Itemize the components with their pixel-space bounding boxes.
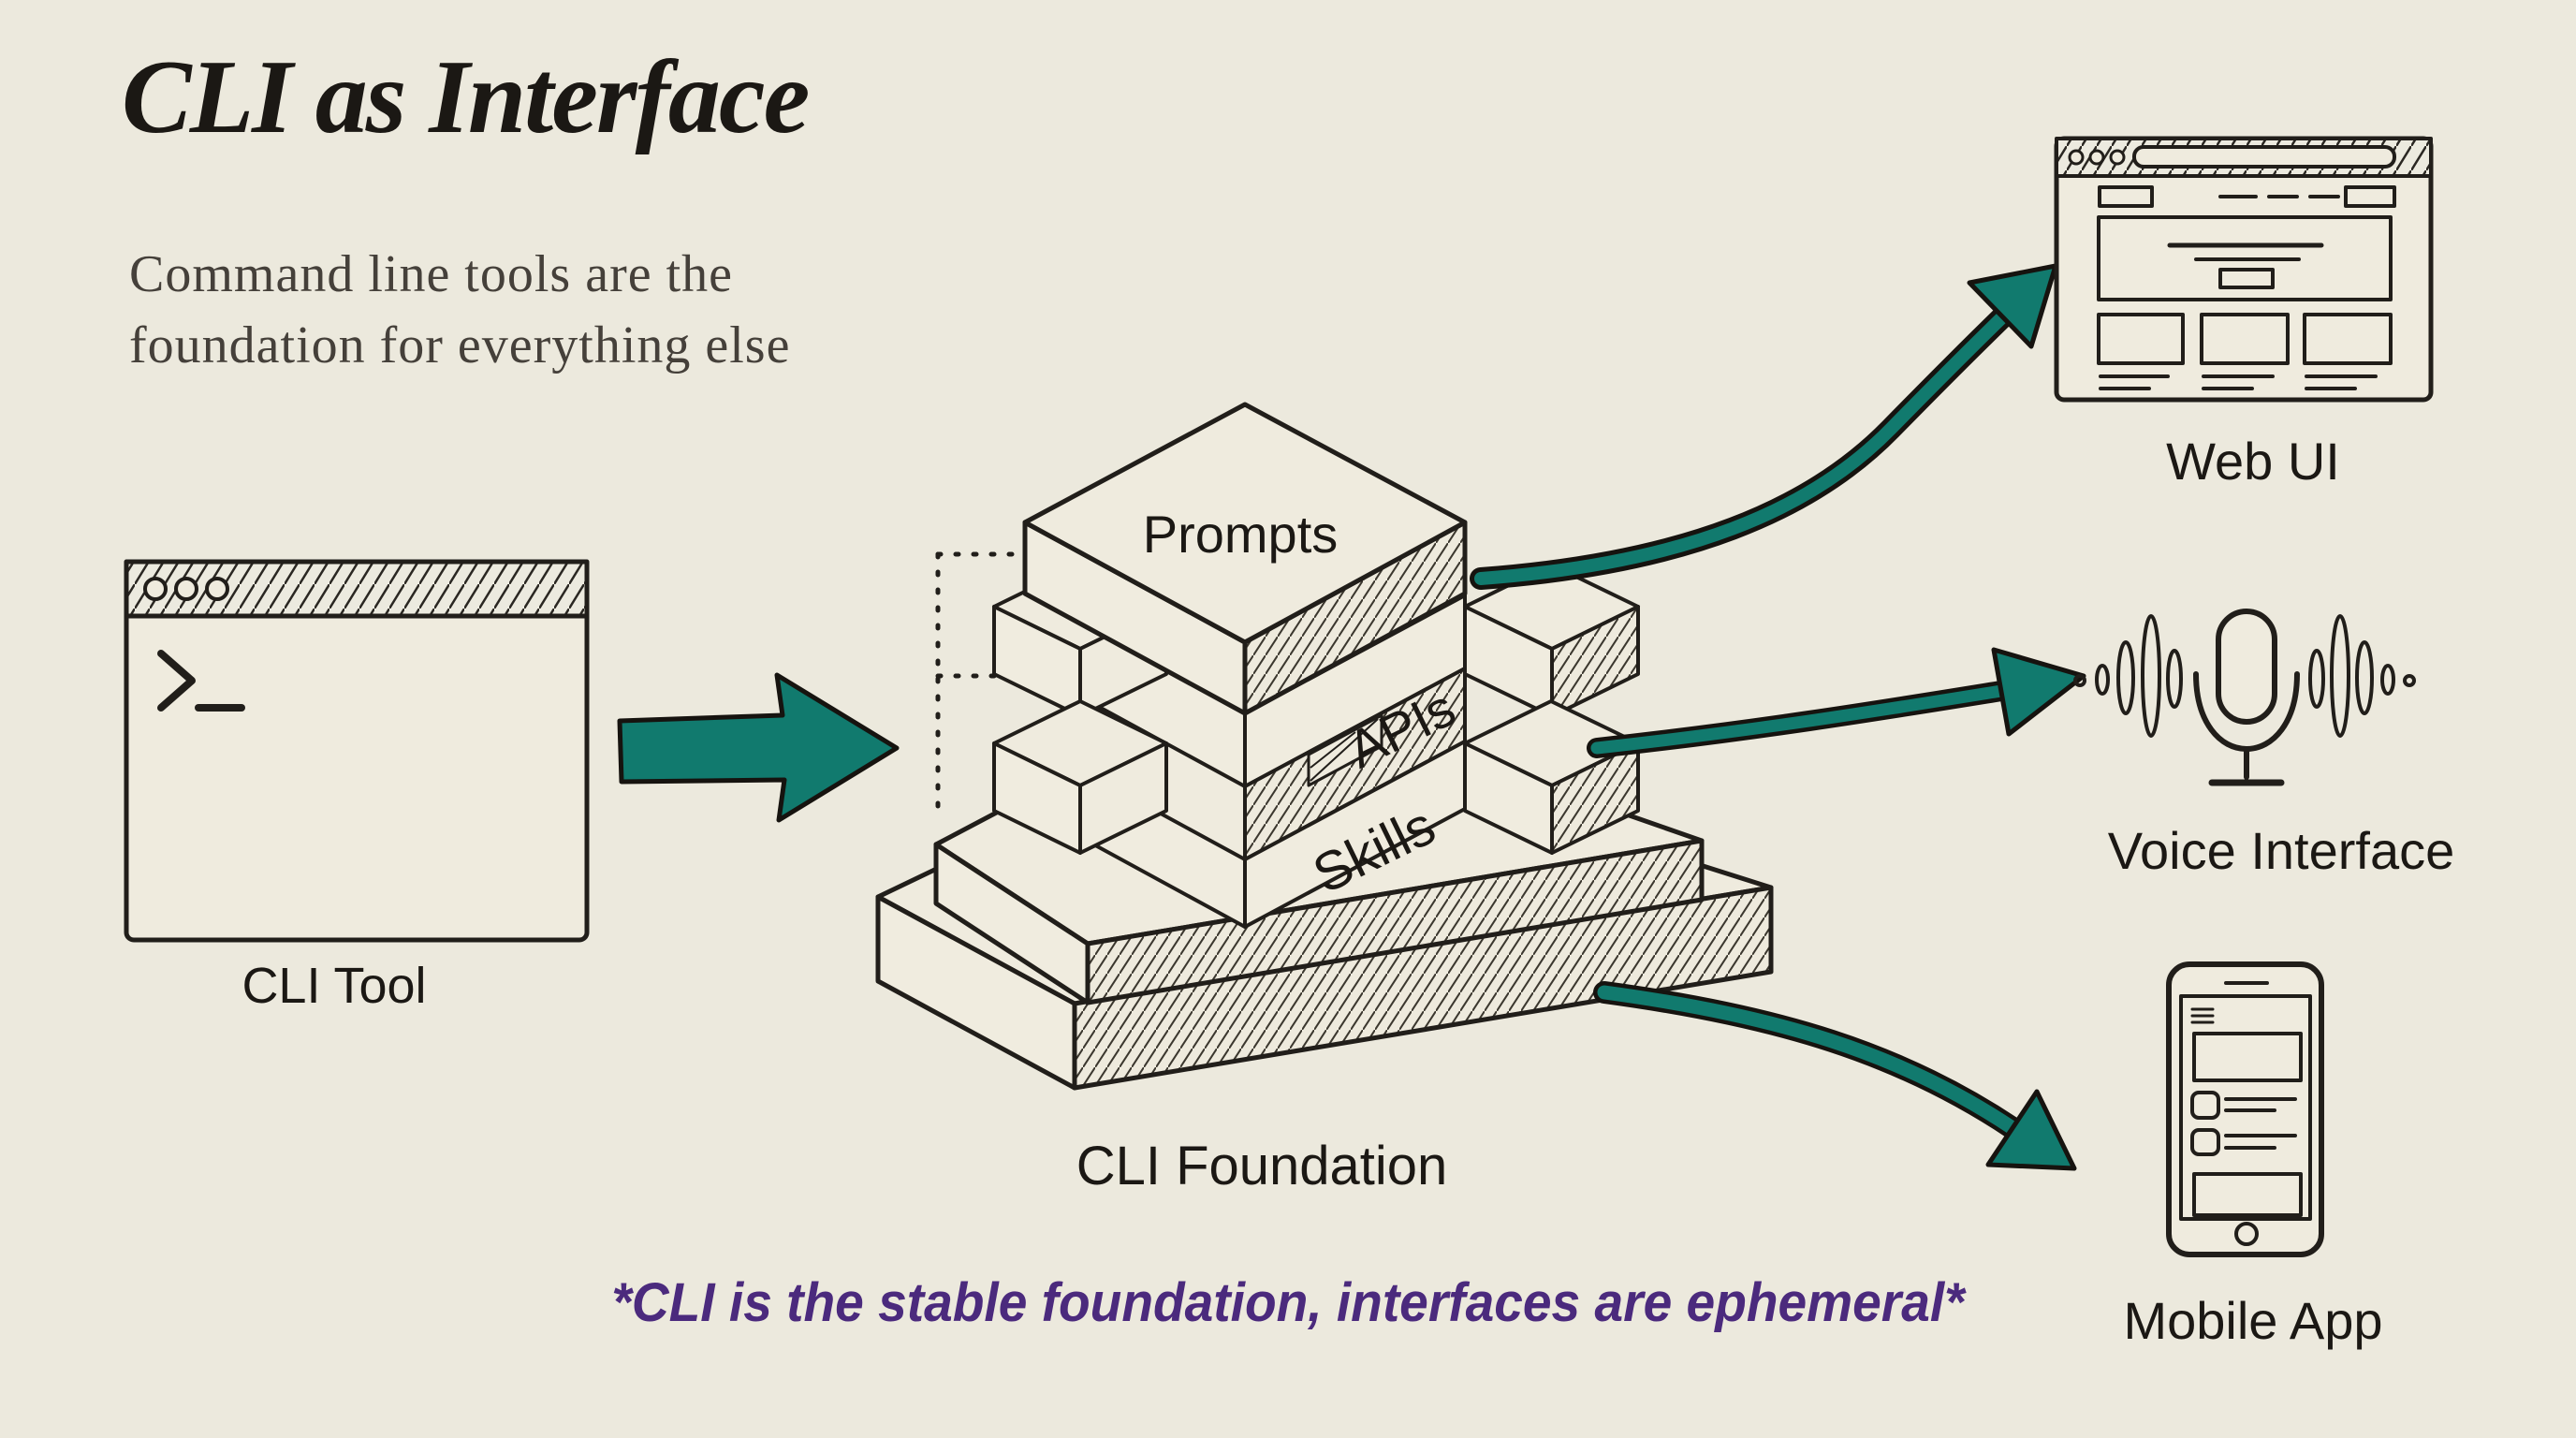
cli-tool-label: CLI Tool — [242, 958, 427, 1014]
output-web-ui-label: Web UI — [2166, 432, 2340, 491]
subtitle-line: foundation for everything else — [129, 315, 791, 374]
browser-window-icon — [2054, 136, 2434, 403]
stack-caption: CLI Foundation — [1076, 1136, 1448, 1196]
block-stack-middle-layers — [992, 563, 1640, 929]
output-mobile-label: Mobile App — [2123, 1291, 2383, 1350]
url-bar-icon — [2132, 145, 2396, 169]
home-button-icon — [2234, 1222, 2259, 1246]
footnote: *CLI is the stable foundation, interface… — [611, 1272, 1965, 1333]
page-title: CLI as Interface — [122, 39, 810, 155]
curved-arrow-voice-icon — [1587, 647, 2086, 758]
sound-waves-icon — [2073, 614, 2416, 738]
curved-arrow-mobile-icon — [1593, 981, 2077, 1171]
window-button-icon — [205, 577, 229, 601]
microphone-icon — [2193, 609, 2300, 786]
block-stack-top-slab — [1022, 402, 1468, 716]
arrow-right-icon — [617, 672, 900, 823]
stack-layer-prompts-label: Prompts — [1142, 505, 1339, 564]
window-button-icon — [143, 577, 168, 601]
output-voice-label: Voice Interface — [2107, 821, 2455, 880]
curved-arrow-web-icon — [1470, 263, 2058, 590]
window-button-icon — [174, 577, 198, 601]
smartphone-icon — [2166, 961, 2324, 1257]
subtitle-line: Command line tools are the — [129, 245, 733, 303]
terminal-window-icon — [124, 559, 590, 943]
terminal-prompt-icon — [157, 650, 245, 712]
dotted-guide-lines — [935, 551, 1023, 815]
page-subtitle: Command line tools are the foundation fo… — [129, 240, 790, 381]
